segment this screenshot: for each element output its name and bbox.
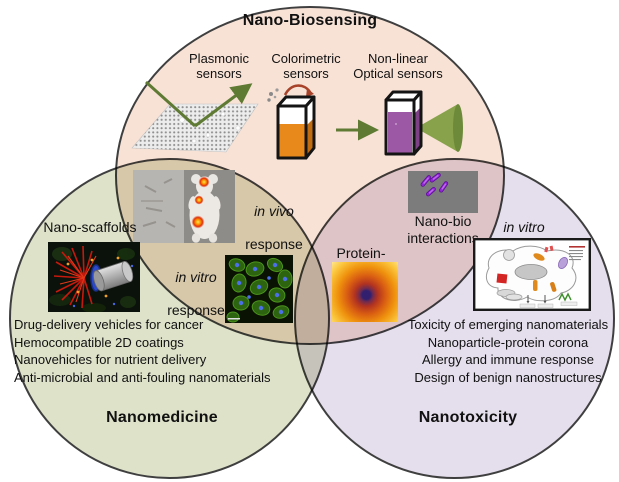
topic-line: Nanovehicles for nutrient delivery xyxy=(14,352,207,367)
topic-line: Design of benign nanostructures xyxy=(414,369,602,385)
topic-line: Hemocompatible 2D coatings xyxy=(14,334,184,350)
plasmonic-sensors-label: Plasmonic sensors xyxy=(189,51,249,81)
biosensing-title: Nano-Biosensing xyxy=(242,12,378,29)
nanomedicine-title: Nanomedicine xyxy=(106,409,218,426)
in-vivo-italic: in vivo xyxy=(254,202,294,219)
topic-line: Anti-microbial and anti-fouling nanomate… xyxy=(14,369,271,385)
in-vitro-response-label: in vitro response xyxy=(158,252,234,335)
nano-scaffolds-label: Nano-scaffolds xyxy=(43,219,137,235)
nanotoxicity-title: Nanotoxicity xyxy=(418,409,518,426)
nonlinear-optical-sensors-label: Non-linear Optical sensors xyxy=(353,51,443,81)
in-vitro-italic: in vitro xyxy=(175,268,217,285)
topic-line: Nanoparticle-protein corona xyxy=(427,334,589,350)
in-vivo-response-label: in vivo response xyxy=(238,186,310,269)
in-vivo-mouse-image xyxy=(133,170,235,243)
nonlinear-optical-sensor-icon xyxy=(336,90,463,156)
plasmonic-sensor-icon xyxy=(131,80,259,153)
topic-line: Drug-delivery vehicles for cancer xyxy=(14,317,204,332)
topic-line: Allergy and immune response xyxy=(422,352,594,367)
in-vitro-cells-image xyxy=(225,255,293,323)
topic-line: Toxicity of emerging nanomaterials xyxy=(407,317,609,332)
colorimetric-sensor-icon xyxy=(267,84,316,160)
nano-bio-interactions-label: Nano-bio interactions xyxy=(407,213,479,246)
in-vivo-rest: response xyxy=(245,235,303,252)
in-vitro-models-image xyxy=(473,238,591,311)
protein-corona-image xyxy=(332,262,398,322)
in-vitro-models-italic: in vitro xyxy=(503,218,545,235)
nano-scaffold-image xyxy=(48,242,140,312)
colorimetric-sensors-label: Colorimetric sensors xyxy=(271,51,341,81)
nano-bio-interactions-image xyxy=(408,171,478,213)
in-vitro-rest: response xyxy=(167,301,225,318)
